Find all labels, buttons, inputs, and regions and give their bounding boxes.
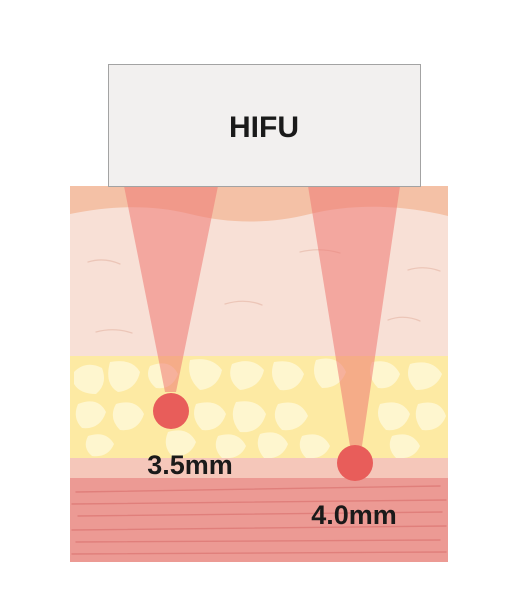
skin-cross-section <box>70 186 448 562</box>
depth-label-shallow: 3.5mm <box>147 450 233 480</box>
ultrasound-beam-right <box>308 186 400 446</box>
focal-point-shallow <box>153 393 189 429</box>
ultrasound-beam-left <box>124 186 218 392</box>
hifu-device <box>108 64 421 187</box>
muscle-layer <box>70 478 448 562</box>
device-label: HIFU <box>229 111 299 144</box>
focal-point-deep <box>337 445 373 481</box>
muscle-fibers <box>71 485 447 555</box>
depth-label-deep: 4.0mm <box>311 500 397 530</box>
